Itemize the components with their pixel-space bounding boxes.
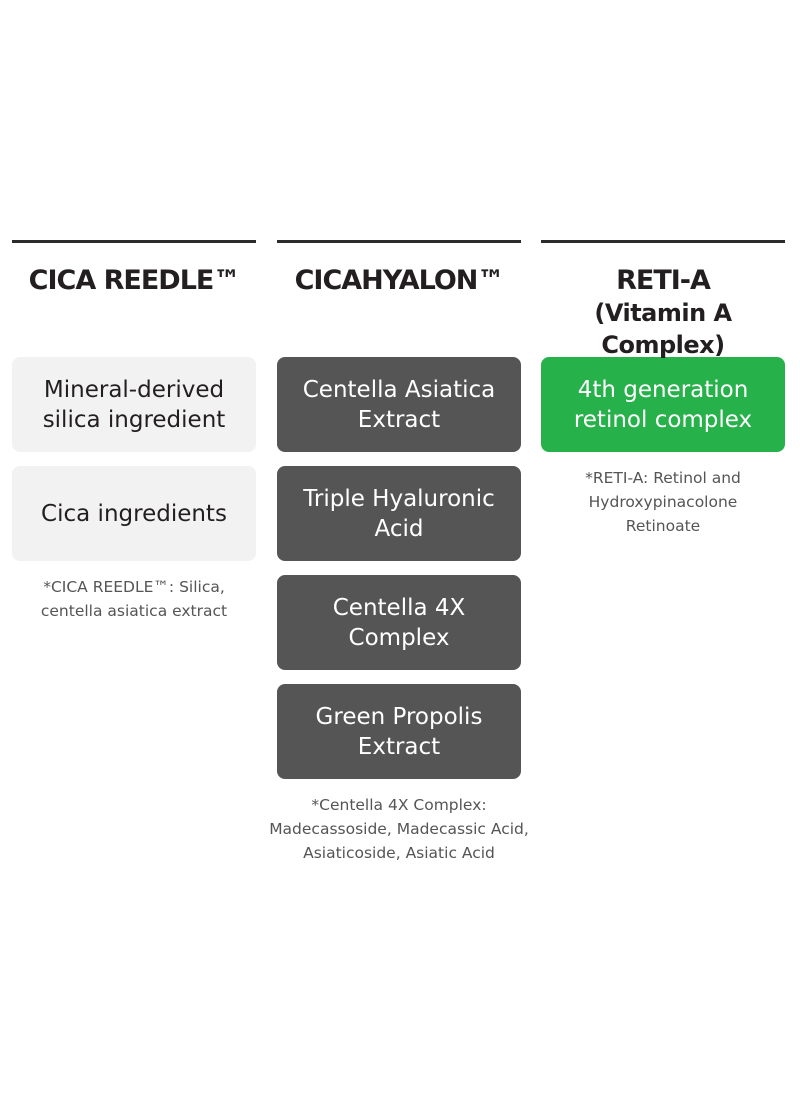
column-title-text: CICA REEDLE™	[28, 265, 241, 296]
column-subtitle: (Vitamin A Complex)	[594, 299, 732, 359]
ingredient-box: Centella Asiatica Extract	[277, 357, 521, 452]
footnote-line: Retinoate	[625, 517, 701, 535]
column-title: RETI-A (Vitamin A Complex)	[541, 265, 785, 359]
column-title: CICAHYALON™	[277, 265, 521, 357]
footnote-line: centella asiatica extract	[40, 602, 228, 620]
footnote: *Centella 4X Complex: Madecassoside, Mad…	[247, 793, 551, 865]
column-title-text: RETI-A	[616, 265, 711, 296]
column-reti-a: RETI-A (Vitamin A Complex) 4th generatio…	[541, 240, 785, 538]
ingredient-label: Mineral-derived silica ingredient	[42, 376, 226, 433]
column-divider	[12, 240, 256, 243]
ingredient-box: Mineral-derived silica ingredient	[12, 357, 256, 452]
footnote: *CICA REEDLE™: Silica, centella asiatica…	[12, 575, 256, 623]
column-cica-reedle: CICA REEDLE™ Mineral-derived silica ingr…	[12, 240, 256, 623]
footnote-line: Hydroxypinacolone	[588, 493, 738, 511]
footnote-line: *Centella 4X Complex:	[311, 796, 487, 814]
ingredient-box-highlight: 4th generation retinol complex	[541, 357, 785, 452]
ingredient-label: Green Propolis Extract	[315, 703, 483, 760]
column-divider	[541, 240, 785, 243]
ingredient-label: Cica ingredients	[41, 500, 227, 527]
column-cicahyalon: CICAHYALON™ Centella Asiatica Extract Tr…	[269, 240, 529, 865]
footnote-line: Madecassoside, Madecassic Acid,	[269, 820, 529, 838]
footnote-line: Asiaticoside, Asiatic Acid	[303, 844, 495, 862]
ingredient-label: Centella Asiatica Extract	[302, 376, 496, 433]
ingredient-box: Triple Hyaluronic Acid	[277, 466, 521, 561]
ingredient-box: Cica ingredients	[12, 466, 256, 561]
ingredient-label: 4th generation retinol complex	[573, 376, 753, 433]
footnote: *RETI-A: Retinol and Hydroxypinacolone R…	[541, 466, 785, 538]
column-divider	[277, 240, 521, 243]
ingredient-label: Centella 4X Complex	[332, 594, 466, 651]
footnote-line: *RETI-A: Retinol and	[585, 469, 741, 487]
column-title-text: CICAHYALON™	[294, 265, 505, 296]
ingredient-box: Centella 4X Complex	[277, 575, 521, 670]
footnote-line: *CICA REEDLE™: Silica,	[43, 578, 225, 596]
column-title: CICA REEDLE™	[12, 265, 256, 357]
ingredient-box: Green Propolis Extract	[277, 684, 521, 779]
ingredient-label: Triple Hyaluronic Acid	[303, 485, 495, 542]
